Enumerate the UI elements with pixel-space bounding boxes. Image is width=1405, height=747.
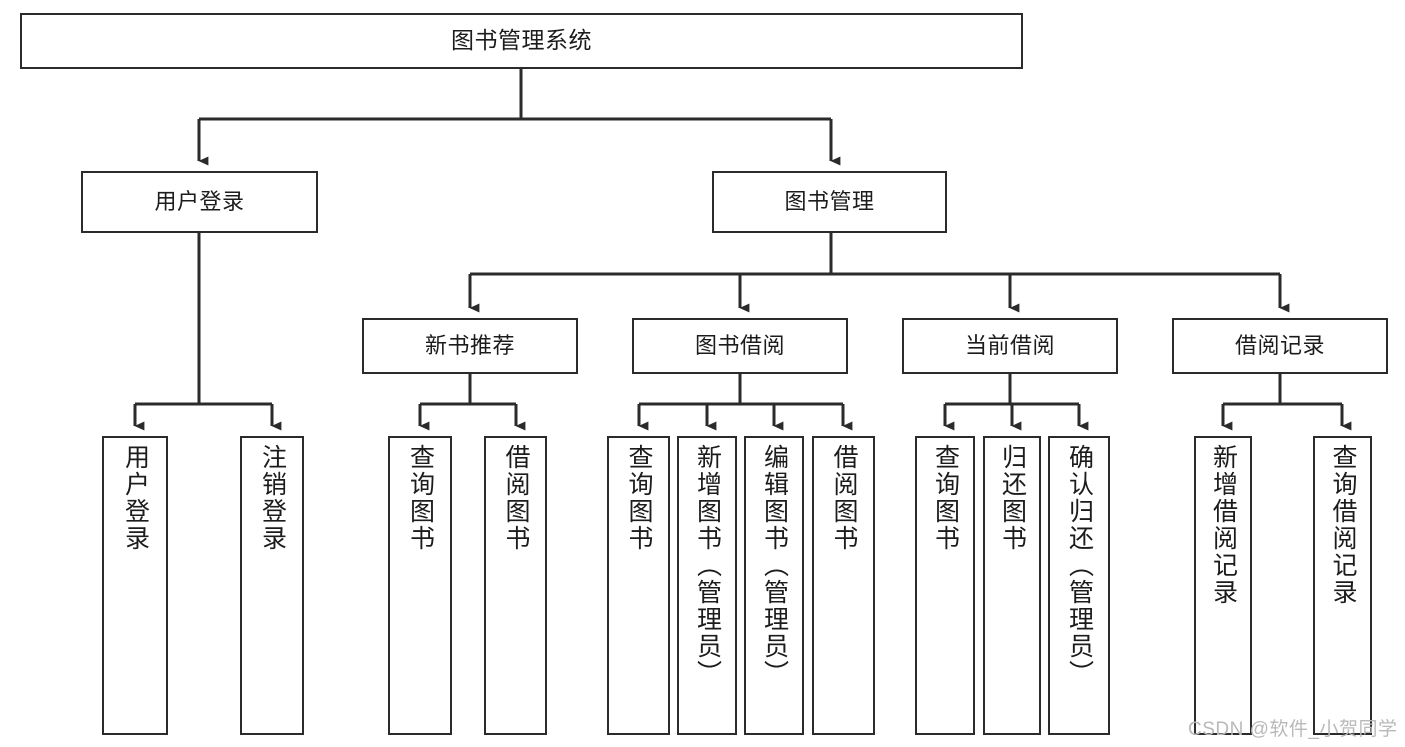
node-leaf-add-book-admin-label: 新增图书（管理员） <box>693 444 722 687</box>
node-leaf-logout[interactable]: 注销登录 <box>240 436 304 735</box>
node-book-borrow[interactable]: 图书借阅 <box>632 318 848 374</box>
node-leaf-query-book-newbook-label: 查询图书 <box>406 444 435 552</box>
node-book-borrow-label: 图书借阅 <box>694 333 785 359</box>
node-current-borrow-label: 当前借阅 <box>964 333 1055 359</box>
node-user-login[interactable]: 用户登录 <box>81 171 318 233</box>
node-new-book-recommend-label: 新书推荐 <box>424 333 515 359</box>
node-leaf-add-book-admin[interactable]: 新增图书（管理员） <box>677 436 737 735</box>
node-borrow-records-label: 借阅记录 <box>1234 333 1325 359</box>
node-leaf-query-borrow-record[interactable]: 查询借阅记录 <box>1313 436 1372 735</box>
node-leaf-borrow-book-newbook-label: 借阅图书 <box>502 444 530 552</box>
node-leaf-user-login[interactable]: 用户登录 <box>102 436 168 735</box>
node-leaf-confirm-return-admin-label: 确认归还（管理员） <box>1065 444 1094 687</box>
node-root-label: 图书管理系统 <box>451 27 592 54</box>
node-leaf-add-borrow-record[interactable]: 新增借阅记录 <box>1194 436 1252 735</box>
node-leaf-query-book-borrow-label: 查询图书 <box>625 444 653 552</box>
node-leaf-logout-label: 注销登录 <box>258 444 287 552</box>
node-leaf-user-login-label: 用户登录 <box>121 444 150 552</box>
node-leaf-add-borrow-record-label: 新增借阅记录 <box>1209 444 1238 606</box>
node-leaf-confirm-return-admin[interactable]: 确认归还（管理员） <box>1048 436 1110 735</box>
node-book-management[interactable]: 图书管理 <box>712 171 947 233</box>
node-leaf-borrow-book-newbook[interactable]: 借阅图书 <box>484 436 547 735</box>
node-leaf-query-book-newbook[interactable]: 查询图书 <box>388 436 452 735</box>
node-leaf-borrow-book-label: 借阅图书 <box>830 444 858 552</box>
csdn-watermark: CSDN @软件_小贺同学 <box>1188 719 1398 740</box>
node-leaf-return-book-label: 归还图书 <box>998 444 1027 552</box>
node-root[interactable]: 图书管理系统 <box>20 13 1023 69</box>
node-book-management-label: 图书管理 <box>784 189 875 215</box>
node-user-login-label: 用户登录 <box>154 189 245 215</box>
node-leaf-query-book-current-label: 查询图书 <box>931 444 960 552</box>
node-leaf-query-book-borrow[interactable]: 查询图书 <box>607 436 670 735</box>
node-leaf-edit-book-admin-label: 编辑图书（管理员） <box>760 444 789 687</box>
node-leaf-borrow-book[interactable]: 借阅图书 <box>812 436 875 735</box>
node-leaf-edit-book-admin[interactable]: 编辑图书（管理员） <box>744 436 804 735</box>
node-current-borrow[interactable]: 当前借阅 <box>902 318 1118 374</box>
node-new-book-recommend[interactable]: 新书推荐 <box>362 318 578 374</box>
node-borrow-records[interactable]: 借阅记录 <box>1172 318 1388 374</box>
node-leaf-query-book-current[interactable]: 查询图书 <box>915 436 975 735</box>
node-leaf-query-borrow-record-label: 查询借阅记录 <box>1329 444 1357 606</box>
node-leaf-return-book[interactable]: 归还图书 <box>983 436 1041 735</box>
